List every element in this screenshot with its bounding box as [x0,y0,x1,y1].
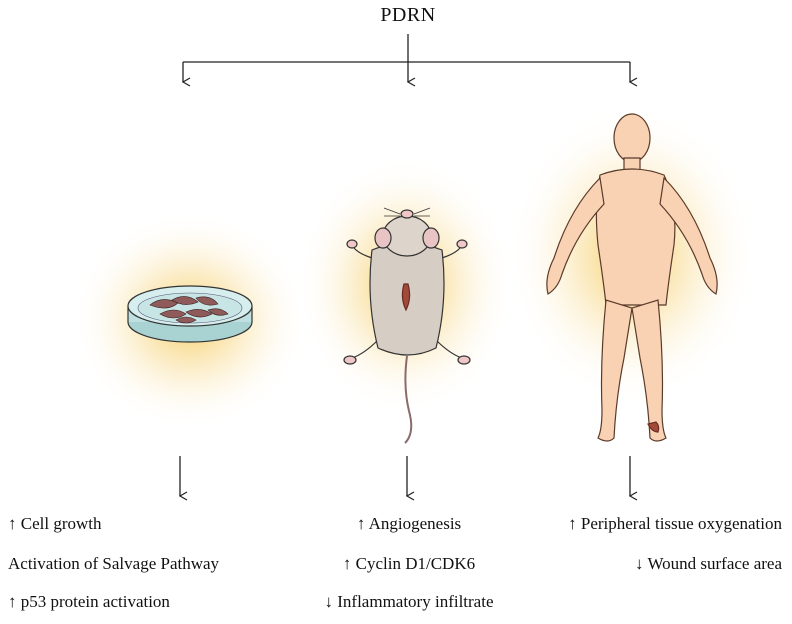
mouse-outcome-1: ↑ Angiogenesis [356,514,462,533]
petri-dish-illustration [127,285,253,343]
dish-outcome-1: ↑ Cell growth [8,514,102,533]
pdrn-title: PDRN [380,4,436,26]
mouse-outcome-3: ↓ Inflammatory infiltrate [324,592,494,611]
bottom-arrows [178,456,638,501]
dish-outcome-3: ↑ p53 protein activation [8,592,170,611]
mouse-illustration [343,207,471,444]
dish-outcome-2: Activation of Salvage Pathway [8,554,220,573]
human-outcome-2: ↓ Wound surface area [635,554,782,573]
mouse-outcome-2: ↑ Cyclin D1/CDK6 [342,554,476,573]
top-connector [181,34,638,87]
human-illustration [546,113,718,442]
human-outcome-1: ↑ Peripheral tissue oxygenation [568,514,782,533]
